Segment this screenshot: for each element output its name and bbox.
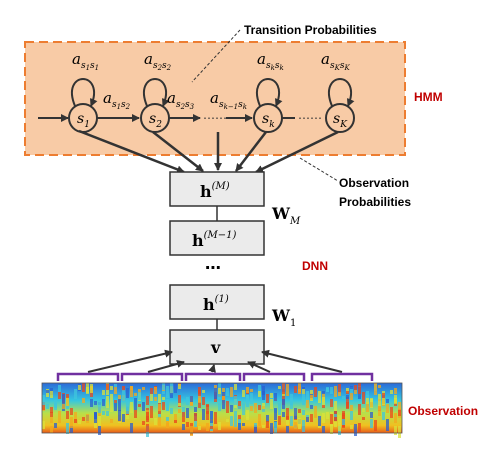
observation-probabilities-label-1: Observation xyxy=(339,176,409,190)
label-a-s2s3: as2s3 xyxy=(167,89,195,111)
state-sK-label: sK xyxy=(333,111,348,130)
frame-arrow-4 xyxy=(247,361,271,373)
hmm-chain-ellipsis-b: ⋯⋯ xyxy=(298,111,322,125)
frame-arrow-5 xyxy=(261,349,343,373)
self-loop-sk xyxy=(256,78,283,107)
frame-arrow-2 xyxy=(147,360,185,373)
layer-box-hM1 xyxy=(169,220,265,256)
label-a-sKsK: asKsK xyxy=(321,50,350,72)
dnn-label: DNN xyxy=(302,259,328,273)
label-a-sk1sk: ask−1sk xyxy=(210,89,247,111)
label-a-s1s1: as1s1 xyxy=(72,50,99,72)
transition-probabilities-label: Transition Probabilities xyxy=(244,23,377,37)
obs-arrow-s2 xyxy=(152,131,204,172)
layer-label-hM: h(M) xyxy=(200,181,230,201)
hmm-region xyxy=(24,41,406,156)
observation-callout-line xyxy=(299,157,339,182)
frame-bracket-3 xyxy=(184,372,242,381)
observation-label: Observation xyxy=(408,404,478,418)
layer-label-v: v xyxy=(210,338,221,357)
frame-arrow-1 xyxy=(87,349,173,373)
frame-bracket-1 xyxy=(56,372,120,381)
state-sk-label: sk xyxy=(262,111,275,130)
state-s2-label: s2 xyxy=(149,111,162,130)
transition-callout-line xyxy=(191,29,241,83)
obs-arrow-s1 xyxy=(78,129,185,174)
weight-label-W1: W1 xyxy=(271,306,296,329)
frame-bracket-2 xyxy=(120,372,184,381)
label-a-s2s2: as2s2 xyxy=(144,50,172,72)
frame-bracket-5 xyxy=(310,372,374,381)
layer-box-hM xyxy=(169,171,265,207)
obs-arrow-sK xyxy=(255,130,339,174)
layer-box-v xyxy=(169,329,265,365)
state-sK xyxy=(325,103,355,133)
layer-label-h1: h(1) xyxy=(203,294,229,314)
observation-probabilities-label-2: Probabilities xyxy=(339,195,411,209)
layer-box-h1 xyxy=(169,284,265,320)
label-a-sksk: asksk xyxy=(257,50,284,72)
hmm-label: HMM xyxy=(414,90,443,104)
self-loop-sK xyxy=(328,78,355,107)
layer-label-hM1: h(M−1) xyxy=(192,230,237,250)
dnn-stack-ellipsis: ⋯ xyxy=(205,260,221,277)
self-loop-s1 xyxy=(71,78,98,107)
self-loop-s2 xyxy=(143,78,170,107)
frame-bracket-4 xyxy=(242,372,306,381)
spectrogram-image xyxy=(41,382,403,438)
hmm-chain-ellipsis-a: ⋯⋯ xyxy=(203,111,227,125)
label-a-s1s2: as1s2 xyxy=(103,89,131,111)
frame-arrow-3 xyxy=(208,364,216,373)
state-s1-label: s1 xyxy=(77,111,90,130)
weight-label-WM: WM xyxy=(271,204,301,227)
obs-arrow-sk xyxy=(235,131,267,172)
